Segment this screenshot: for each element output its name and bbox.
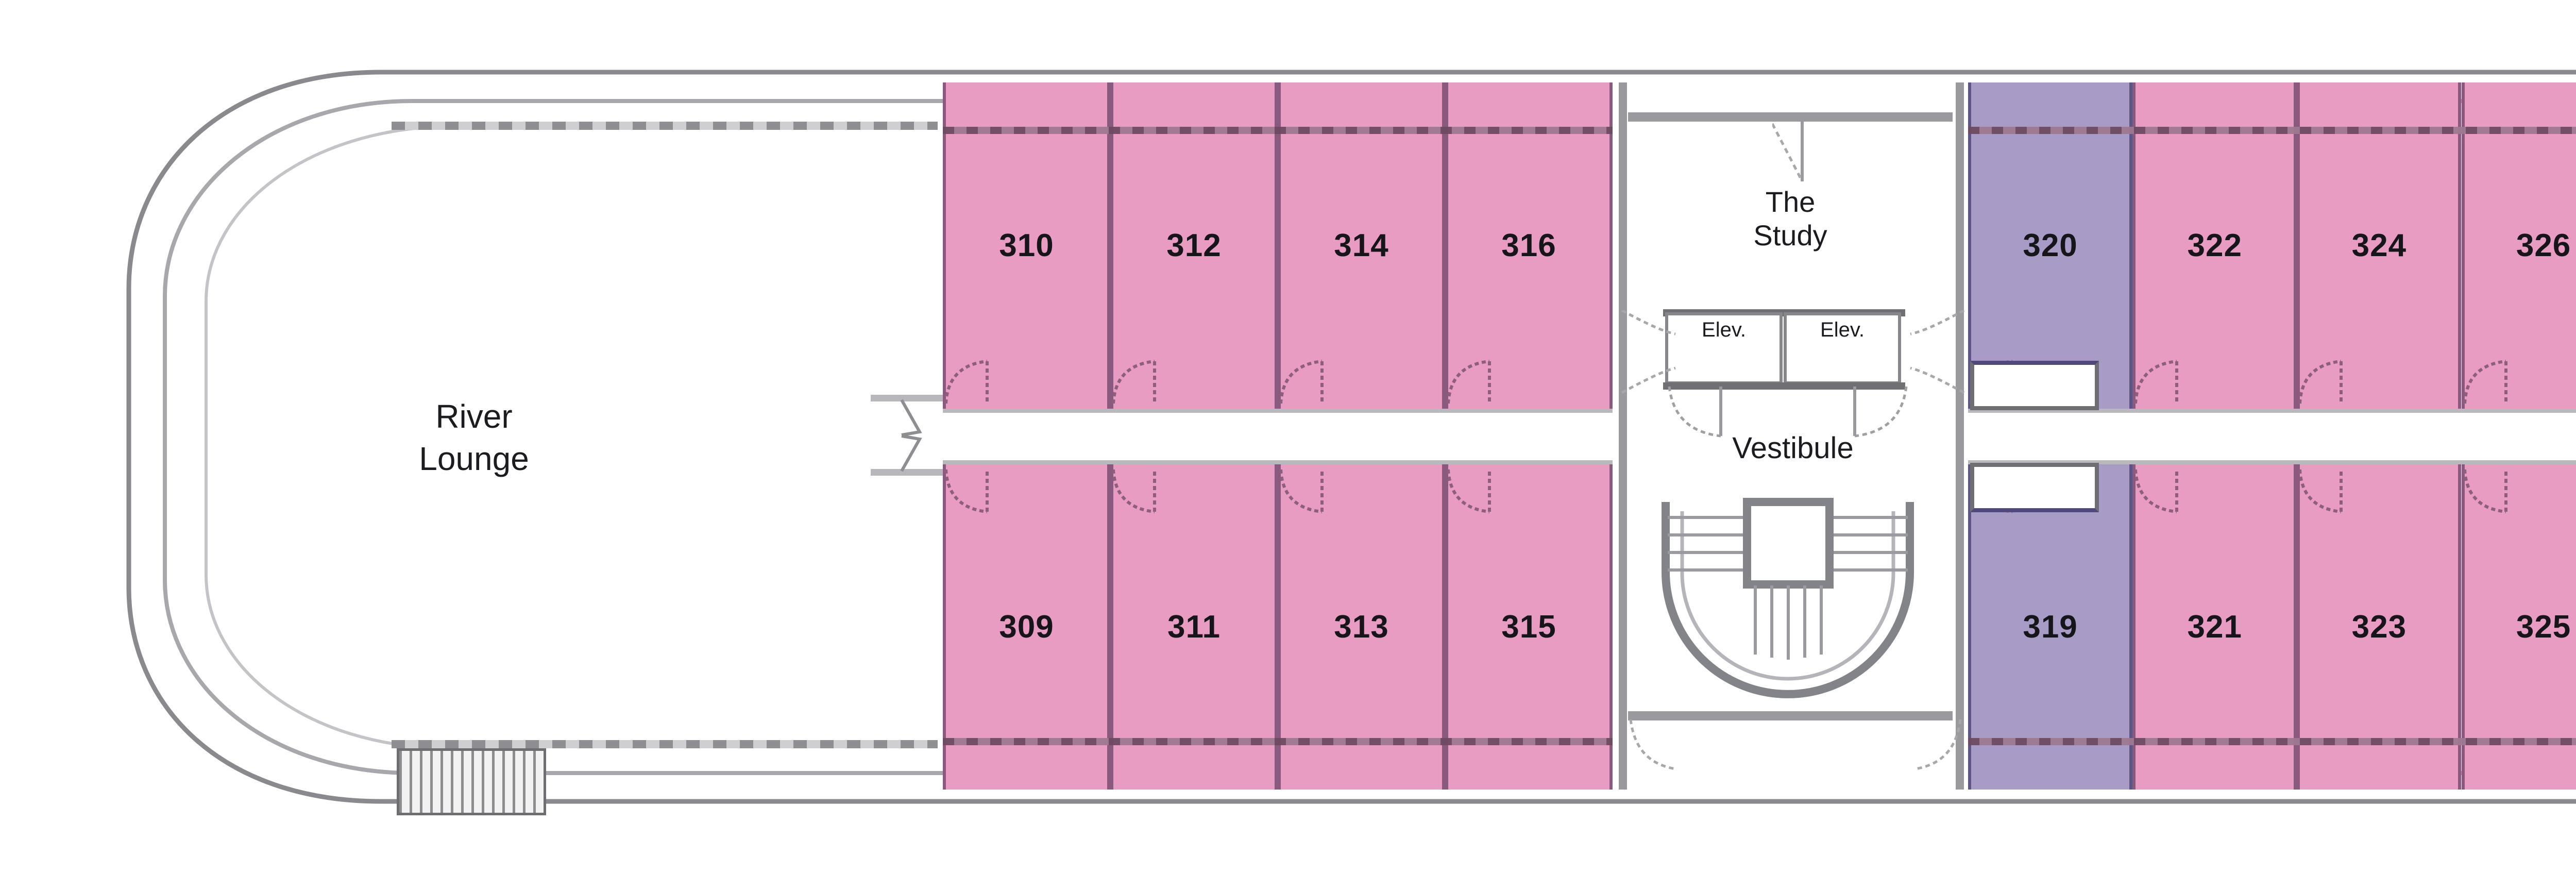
cabin-number-label: 314 <box>1334 227 1389 263</box>
upper-row-window-wall-aft <box>1968 127 2576 134</box>
river-lounge-line2: Lounge <box>419 440 529 477</box>
cabin-number-label: 320 <box>2023 227 2078 263</box>
study-right-door-icon <box>1910 310 1965 394</box>
cabin-311[interactable]: 311 <box>1110 464 1278 790</box>
cabin-321[interactable]: 321 <box>2132 464 2297 790</box>
cabin-314[interactable]: 314 <box>1278 82 1445 409</box>
cabin-door-arc-icon <box>1112 469 1156 513</box>
cabin-door-arc-icon <box>2298 469 2343 513</box>
cabin-322[interactable]: 322 <box>2132 82 2297 409</box>
cabin-319-notch <box>1970 463 2099 512</box>
cabin-number-label: 315 <box>1501 609 1556 645</box>
cabin-door-arc-icon <box>2134 360 2179 404</box>
cabin-number-label: 319 <box>2023 609 2078 645</box>
cabin-door-arc-icon <box>944 469 989 513</box>
cabin-number-label: 325 <box>2516 609 2571 645</box>
study-right-wall <box>1956 82 1964 790</box>
cabin-324[interactable]: 324 <box>2297 82 2462 409</box>
cabin-320-notch <box>1970 361 2099 410</box>
lower-row-window-wall-aft <box>1968 738 2576 745</box>
study-top-door-icon <box>1772 121 1804 182</box>
lower-row-window-wall <box>943 738 1613 745</box>
cabin-319[interactable]: 319 <box>1968 464 2133 790</box>
elevator-doors-icon <box>1668 387 1908 438</box>
cabin-door-arc-icon <box>2298 360 2343 404</box>
cabin-door-arc-icon <box>944 360 989 404</box>
vestibule-bottom-wall <box>1628 711 1953 720</box>
upper-row-window-wall <box>943 127 1613 134</box>
elevator-left[interactable]: Elev. <box>1665 312 1783 384</box>
cabin-312[interactable]: 312 <box>1110 82 1278 409</box>
study-left-door-icon <box>1621 310 1676 394</box>
study-top-wall <box>1628 112 1953 122</box>
room-label-river-lounge: River Lounge <box>330 356 618 521</box>
cabin-door-arc-icon <box>1112 360 1156 404</box>
vestibule-staircase-icon <box>1662 498 1914 698</box>
the-study-line1: The <box>1765 186 1816 219</box>
vestibule-bottom-doors-icon <box>1629 719 1962 770</box>
cabin-door-arc-icon <box>1279 469 1324 513</box>
cabin-door-arc-icon <box>1447 469 1491 513</box>
cabin-number-label: 313 <box>1334 609 1389 645</box>
cabin-326[interactable]: 326 <box>2461 82 2576 409</box>
cabin-320[interactable]: 320 <box>1968 82 2133 409</box>
cabin-number-label: 323 <box>2351 609 2407 645</box>
cabin-313[interactable]: 313 <box>1278 464 1445 790</box>
cabin-316[interactable]: 316 <box>1445 82 1613 409</box>
cabin-door-arc-icon <box>2134 469 2179 513</box>
cabin-number-label: 321 <box>2187 609 2242 645</box>
cabin-309[interactable]: 309 <box>943 464 1110 790</box>
cabin-323[interactable]: 323 <box>2297 464 2462 790</box>
river-lounge-line1: River <box>435 398 513 435</box>
cabin-number-label: 309 <box>999 609 1054 645</box>
cabin-number-label: 322 <box>2187 227 2242 263</box>
cabin-310[interactable]: 310 <box>943 82 1110 409</box>
study-left-wall <box>1619 82 1627 790</box>
cabin-number-label: 316 <box>1501 227 1556 263</box>
lounge-upper-railing <box>392 122 938 130</box>
cabin-number-label: 310 <box>999 227 1054 263</box>
elevator-right-label: Elev. <box>1820 318 1865 341</box>
cabin-325[interactable]: 325 <box>2461 464 2576 790</box>
cabin-door-arc-icon <box>2463 469 2507 513</box>
cabin-number-label: 324 <box>2351 227 2407 263</box>
lounge-lower-railing <box>392 740 938 748</box>
room-label-vestibule: Vestibule <box>1618 428 1968 469</box>
cabin-door-arc-icon <box>2463 360 2507 404</box>
cabin-number-label: 326 <box>2516 227 2571 263</box>
elevator-right[interactable]: Elev. <box>1784 312 1901 384</box>
room-label-the-study: The Study <box>1654 170 1927 268</box>
cabin-315[interactable]: 315 <box>1445 464 1613 790</box>
vestibule-label: Vestibule <box>1732 431 1854 465</box>
elevator-left-label: Elev. <box>1702 318 1746 341</box>
cabin-door-arc-icon <box>1279 360 1324 404</box>
cabin-number-label: 311 <box>1167 609 1221 645</box>
the-study-line2: Study <box>1753 219 1827 251</box>
cabin-number-label: 312 <box>1166 227 1222 263</box>
bow-gangway-stairs-icon <box>397 748 546 815</box>
cabin-door-arc-icon <box>1447 360 1491 404</box>
elevator-bank-bottom-rail <box>1663 382 1905 390</box>
